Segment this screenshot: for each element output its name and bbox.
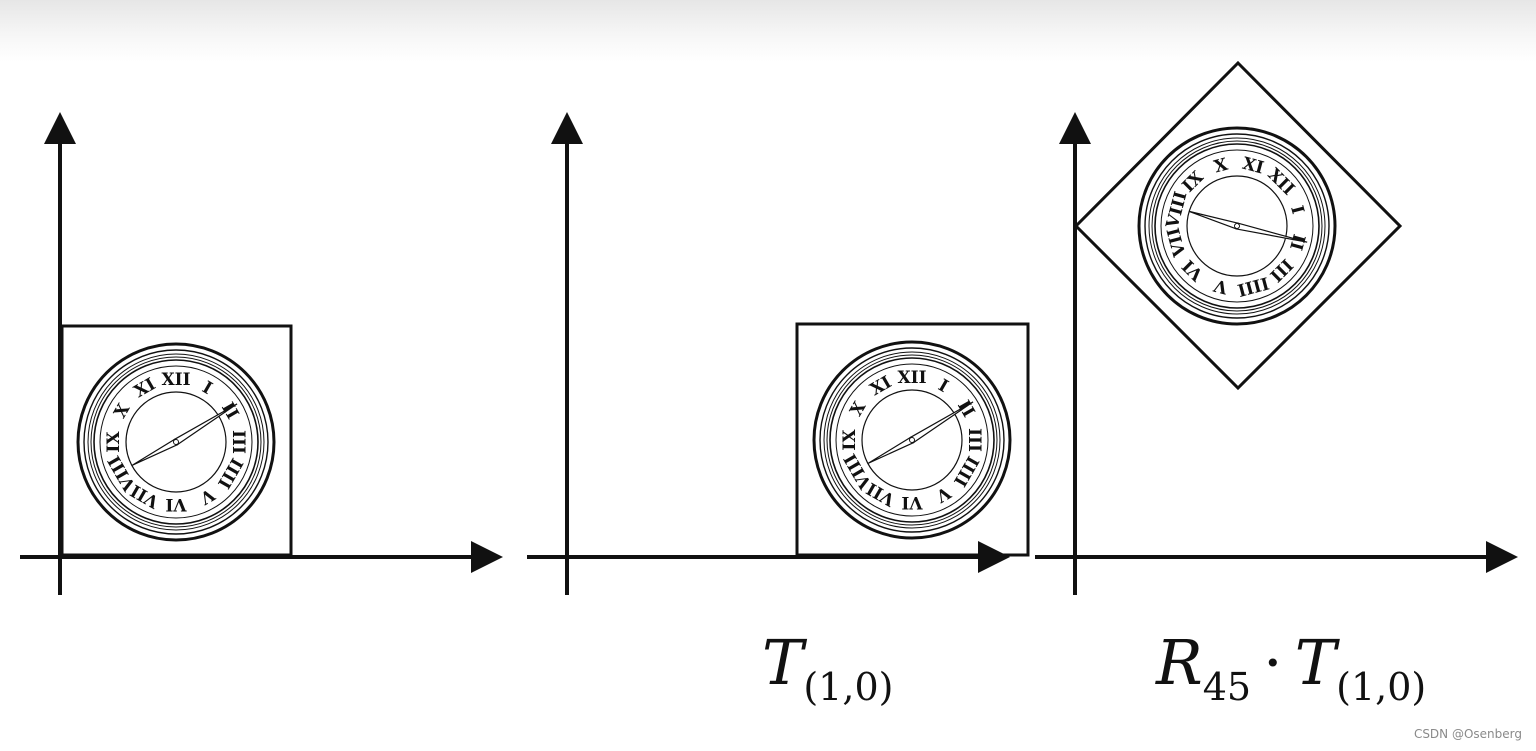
clock-numeral: VI: [901, 492, 923, 512]
label-translation: T(1,0): [762, 632, 893, 707]
clock-ring: [76, 342, 276, 542]
label-sub: 45: [1202, 665, 1252, 709]
clock-pin: [173, 439, 179, 445]
clock-numeral: XII: [161, 370, 190, 390]
top-fade: [0, 0, 1536, 62]
clock-ring: [826, 354, 998, 526]
clock-ring: [1160, 149, 1314, 303]
clock-frame: [795, 322, 1030, 557]
clock-pin: [909, 437, 915, 443]
clock-numeral: V: [1211, 274, 1231, 297]
clock-numeral: X: [846, 398, 870, 420]
clock-ring: [1151, 140, 1323, 312]
clock-ring: [99, 365, 253, 519]
clock-ring: [829, 357, 995, 523]
clock-numeral: X: [110, 400, 134, 422]
label-rotation-translation: R45·T(1,0): [1156, 632, 1426, 707]
watermark: CSDN @Osenberg: [1413, 727, 1522, 741]
clock-numeral: X: [1212, 155, 1231, 178]
clock-pin: [1234, 223, 1240, 229]
clock-hands: [867, 401, 974, 465]
clock-numeral: I: [1286, 204, 1307, 217]
clock-ring: [812, 340, 1012, 540]
label-sub: (1,0): [803, 665, 894, 709]
clock-numeral: II: [1285, 232, 1308, 253]
clock-frame: [60, 324, 293, 557]
clock-numeral: III: [964, 428, 984, 452]
clock-numeral: IX: [840, 429, 860, 451]
label-dot: ·: [1263, 626, 1283, 699]
clock-numeral: XII: [897, 368, 926, 388]
clock-ring: [90, 356, 262, 528]
clock-ring: [1144, 133, 1330, 319]
clock-ring: [83, 349, 269, 535]
clock-numeral: I: [199, 378, 216, 399]
clock-frame: [1073, 60, 1403, 391]
label-main: R: [1156, 626, 1203, 699]
clock-ring: [1148, 137, 1326, 315]
clock-numeral: I: [935, 376, 952, 397]
clock-numeral: VI: [165, 494, 187, 514]
clock-hands: [1188, 210, 1308, 243]
clock-ring: [823, 351, 1001, 529]
clock-ring: [87, 353, 265, 531]
clock-ring: [93, 359, 259, 525]
clock-ring: [819, 347, 1005, 533]
clock-numeral: III: [228, 430, 248, 454]
clock-ring: [835, 363, 989, 517]
clock-numeral: XI: [1240, 154, 1266, 179]
label-sub-2: (1,0): [1336, 665, 1427, 709]
label-main-2: T: [1294, 626, 1337, 699]
clock-hands: [131, 403, 238, 467]
label-main: T: [762, 626, 804, 699]
clock-ring: [1154, 143, 1320, 309]
clock-ring: [1137, 126, 1337, 326]
clock-numeral: IX: [104, 431, 124, 453]
